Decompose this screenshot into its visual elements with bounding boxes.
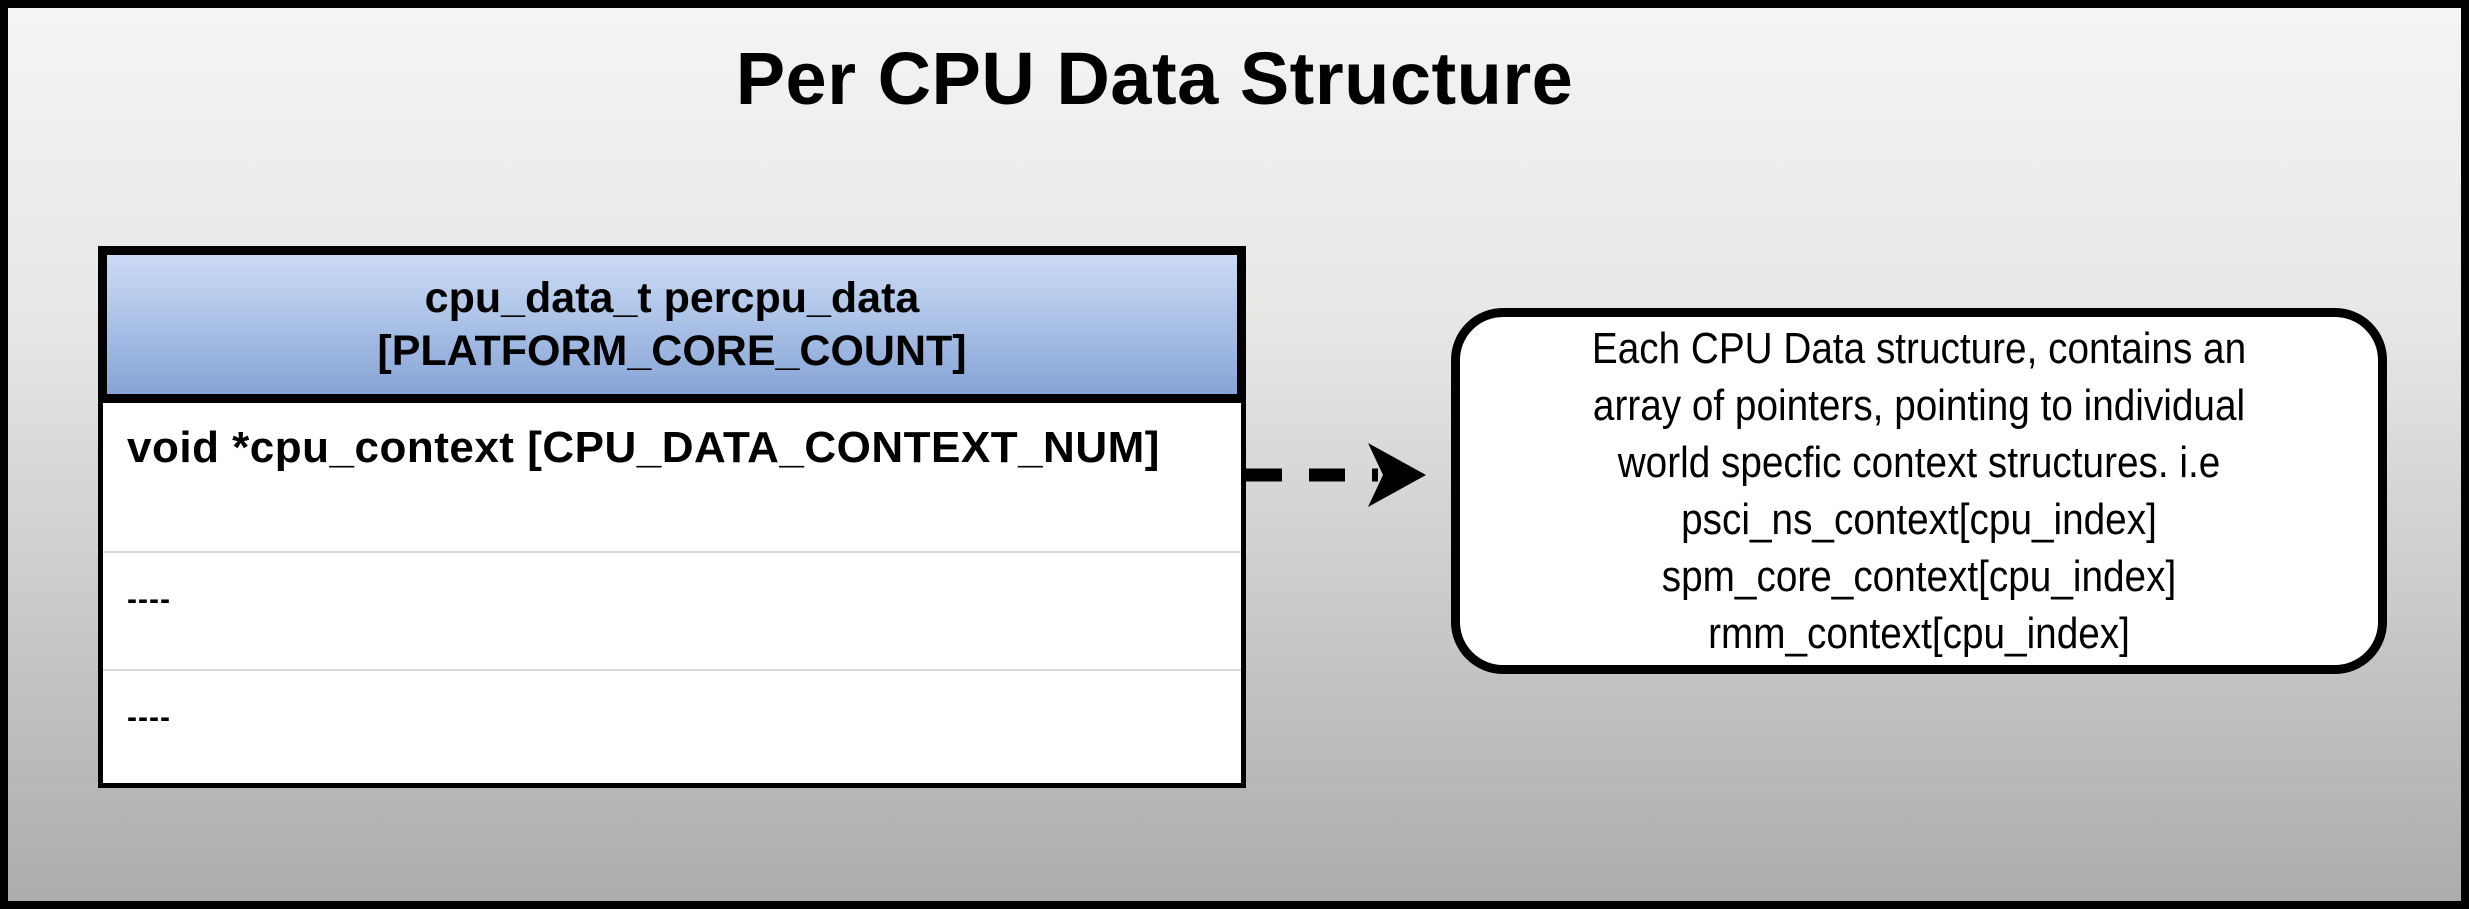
table-row-placeholder: ----	[103, 553, 1241, 671]
callout-line: psci_ns_context[cpu_index]	[1681, 495, 2157, 544]
callout-line: world specfic context structures. i.e	[1617, 438, 2221, 487]
table-body: void *cpu_context [CPU_DATA_CONTEXT_NUM]…	[98, 403, 1246, 788]
callout-box: Each CPU Data structure, contains an arr…	[1451, 308, 2387, 674]
callout-line: Each CPU Data structure, contains an	[1591, 324, 2247, 373]
callout-text: Each CPU Data structure, contains an arr…	[1515, 320, 2323, 662]
callout-line: spm_core_context[cpu_index]	[1661, 552, 2177, 601]
cpu-data-structure-table: cpu_data_t percpu_data [PLATFORM_CORE_CO…	[98, 246, 1246, 788]
table-row-cpu-context: void *cpu_context [CPU_DATA_CONTEXT_NUM]	[103, 403, 1241, 553]
dashed-arrow-icon	[1246, 443, 1426, 507]
page-title: Per CPU Data Structure	[735, 37, 1574, 120]
table-header: cpu_data_t percpu_data [PLATFORM_CORE_CO…	[98, 246, 1246, 403]
callout-line: rmm_context[cpu_index]	[1708, 609, 2130, 658]
table-header-line1: cpu_data_t percpu_data	[424, 273, 920, 322]
table-header-line2: [PLATFORM_CORE_COUNT]	[377, 326, 967, 375]
table-row-placeholder: ----	[127, 701, 171, 734]
callout-line: array of pointers, pointing to individua…	[1592, 381, 2246, 430]
